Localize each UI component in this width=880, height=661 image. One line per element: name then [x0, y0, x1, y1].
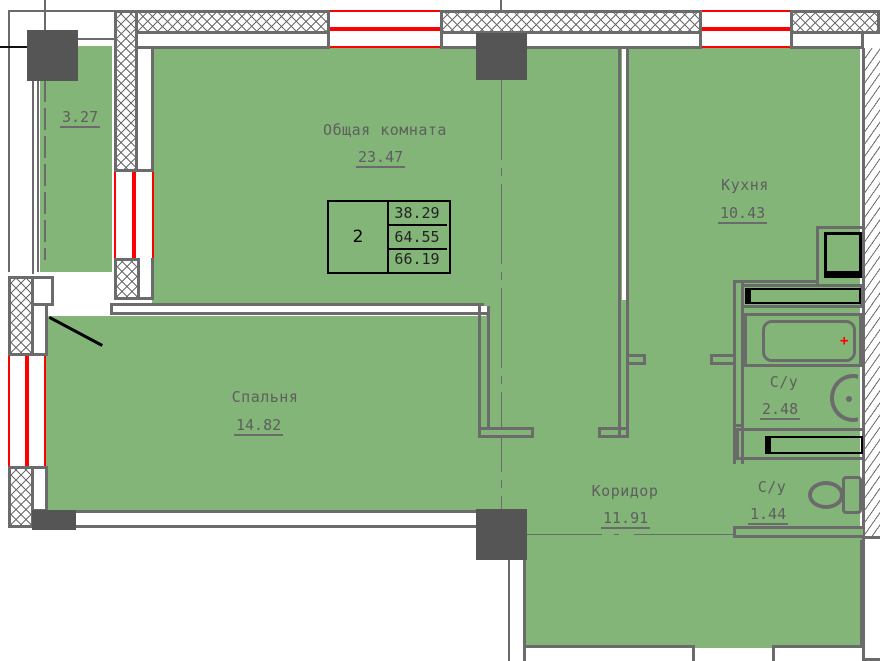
partition-kitchen-stub-bottom	[598, 427, 629, 438]
kitchen-counter-icon	[741, 284, 863, 308]
top-wall-right-inner	[790, 31, 864, 49]
bedroom-name: Спальня	[231, 388, 299, 406]
axis-line-vertical-mid-dashed	[501, 80, 502, 510]
hall-door-jamb-left	[692, 645, 695, 661]
total-area-with-balcony-value: 66.19	[394, 250, 440, 268]
balcony-area-label: 3.27	[60, 108, 101, 128]
bathroom-partition	[733, 280, 744, 454]
top-wall-right-segment	[790, 10, 880, 34]
balcony-frame-outer	[8, 10, 120, 272]
door-opening-bedroom	[34, 276, 54, 306]
living-area-value: 38.29	[387, 202, 447, 226]
column-bottom-mid	[476, 509, 527, 560]
window-top-2	[702, 10, 790, 48]
toilet-area-label: 1.44	[748, 505, 789, 525]
sink-icon	[830, 374, 858, 422]
bathroom-top-partition	[733, 280, 819, 289]
ventilation-shaft-icon	[745, 288, 861, 304]
bedroom-area	[46, 316, 486, 512]
axis-line-vertical-left	[44, 0, 46, 46]
bathroom-door-stub	[710, 354, 736, 365]
toilet-name: С/у	[757, 478, 787, 496]
bathtub-frame	[744, 313, 862, 367]
kitchen-niche-wall	[816, 226, 862, 286]
kitchen-name: Кухня	[721, 176, 769, 194]
column-top-left	[27, 30, 78, 81]
bottom-wall-bedroom	[32, 510, 480, 528]
corridor-name: Коридор	[591, 482, 659, 500]
bedroom-area-label: 14.82	[234, 416, 284, 436]
partition-living-bedroom-line	[154, 303, 484, 306]
living-left-wall-upper-inner	[135, 46, 154, 172]
toilet-partition	[736, 428, 862, 460]
window-top-1	[330, 10, 440, 48]
bathroom-partition-stub	[733, 424, 744, 464]
top-wall-left-inner	[134, 31, 330, 49]
corridor-area	[486, 300, 736, 538]
bathroom-area-label: 2.48	[760, 400, 801, 420]
drain-marker-icon: +	[840, 333, 849, 349]
total-area-value: 64.55	[387, 226, 447, 250]
balcony-rail	[37, 46, 39, 272]
balcony-area	[40, 46, 112, 272]
partition-bedroom-right-wall	[478, 306, 490, 438]
column-top-mid	[476, 33, 527, 80]
hall-left-wall	[508, 560, 526, 661]
right-wall-lower	[862, 536, 880, 661]
partition-kitchen-living	[618, 46, 629, 438]
window-bedroom-left	[8, 356, 46, 466]
window-living-left	[114, 172, 154, 258]
partition-fill	[154, 296, 490, 306]
column-bottom-left	[32, 510, 76, 530]
axis-line-horizontal-top	[0, 46, 36, 48]
apartment-info-box: 2 38.29 64.55 66.19	[327, 200, 451, 274]
hall-bottom-line	[524, 645, 694, 648]
sink-drain-dot	[846, 396, 852, 402]
hall-bottom-line-right	[772, 645, 862, 648]
hall-area	[524, 538, 862, 648]
bathtub-icon	[762, 320, 856, 362]
living-room-name: Общая комната	[323, 121, 447, 139]
partition-kitchen-stub-right	[626, 354, 646, 365]
bathroom-name: С/у	[769, 373, 799, 391]
corridor-area-label: 11.91	[601, 509, 651, 529]
toilet-bowl-icon	[808, 481, 844, 509]
living-room-area-label: 23.47	[356, 148, 406, 168]
right-wall-hatched	[862, 48, 880, 538]
kitchen-area-label: 10.43	[718, 204, 768, 224]
toilet-bottom-partition	[733, 526, 863, 538]
hall-door-jamb-right	[772, 645, 775, 661]
stove-icon	[824, 232, 862, 278]
living-left-wall-lower-inner	[137, 258, 154, 300]
axis-line-horizontal-corridor	[524, 534, 736, 535]
bedroom-left-wall-lower-inner	[31, 466, 48, 512]
hall-right-wall	[860, 540, 863, 648]
balcony-dash-axis	[44, 80, 46, 260]
toilet-tank-icon	[842, 476, 862, 514]
rooms-count: 2	[329, 202, 389, 272]
toilet-shaft-icon	[765, 436, 863, 454]
partition-bedroom-door-stub	[478, 427, 534, 438]
top-wall-left-segment	[114, 10, 330, 34]
